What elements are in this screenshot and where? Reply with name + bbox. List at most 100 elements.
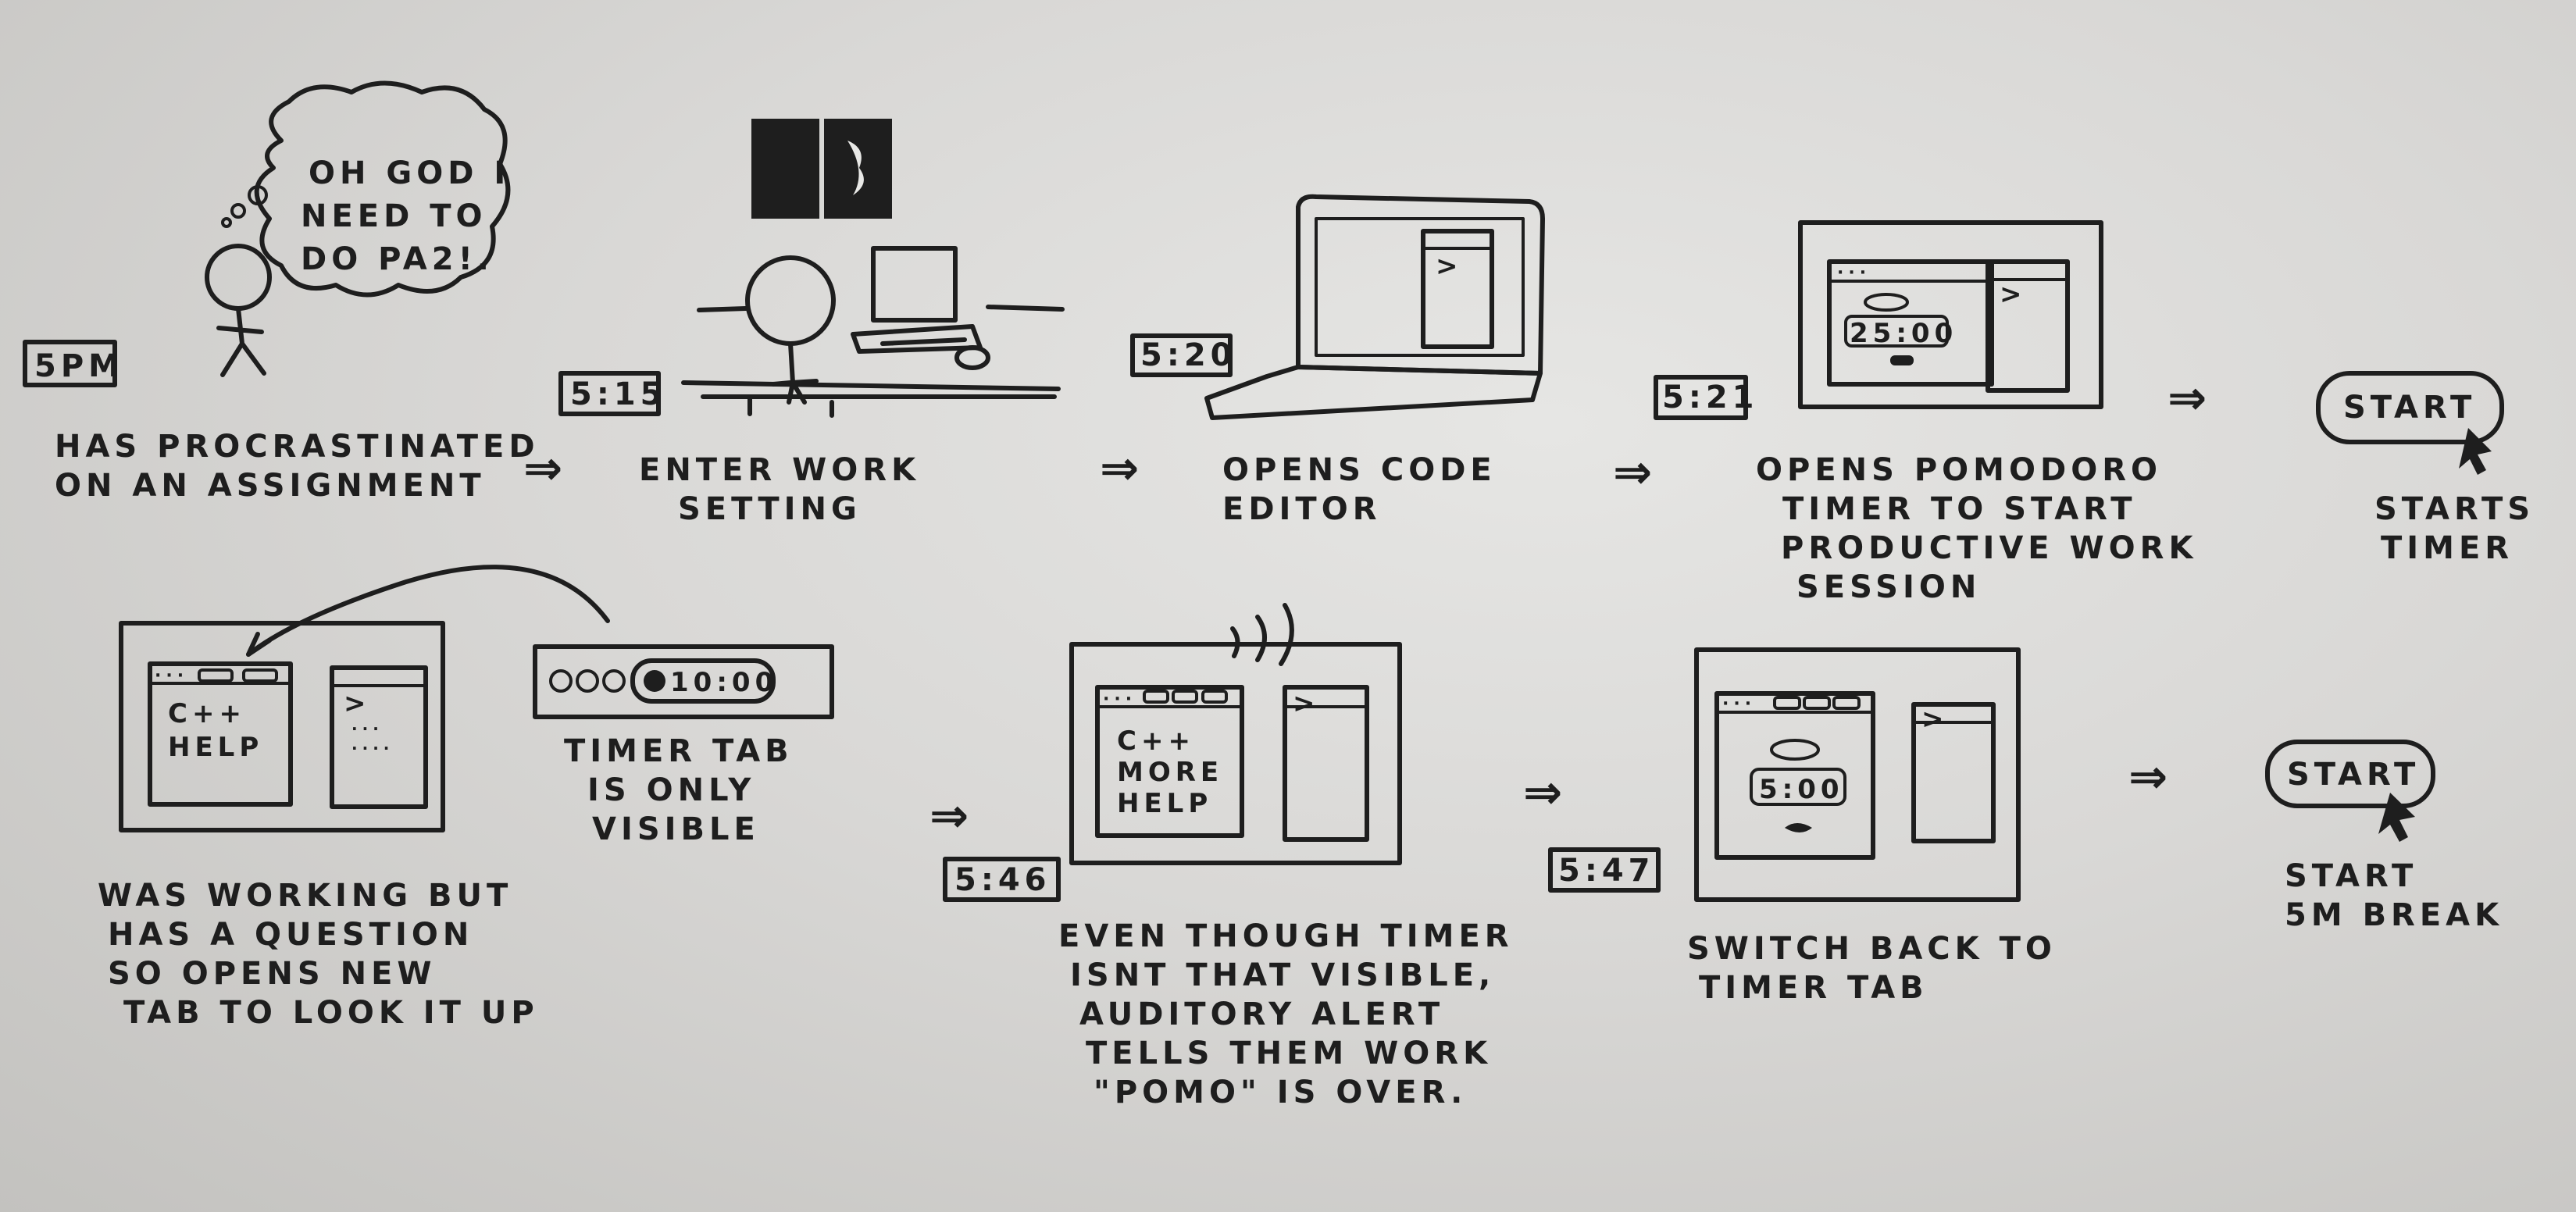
tab-text: HELP [1117, 788, 1212, 819]
caption-line: TIMER TO START [1782, 491, 2136, 527]
caption-line: START [2285, 858, 2417, 894]
panel-switch-back: ··· 5:00 > 5:47 SWITCH BACK TO TIMER TAB [1548, 647, 2052, 1006]
caption-line: EDITOR [1222, 491, 1382, 527]
panel-procrastinating: 5PM HAS PROCRASTINATED ON AN ASSIGNMENT [23, 244, 540, 504]
tab-text: C++ [1117, 725, 1195, 757]
flow-arrow: ⇒ [2128, 750, 2172, 804]
tomato-icon [644, 670, 665, 692]
help-browser-window [1095, 685, 1244, 838]
stick-figure-body [216, 306, 266, 377]
thought-line-2: NEED TO [301, 198, 487, 234]
tomato-icon [1864, 293, 1909, 312]
tab-help[interactable] [1803, 696, 1831, 710]
time-label: 5:46 [954, 862, 1051, 898]
window-dots: ··· [1103, 690, 1136, 709]
timer-value: 25:00 [1850, 318, 1957, 349]
monitor-frame [1694, 647, 2021, 902]
tab-timer[interactable] [1773, 696, 1801, 710]
tab-text: C++ [168, 698, 246, 729]
code-editor-window [330, 665, 428, 809]
break-icon [1785, 823, 1812, 832]
laptop-base [1204, 365, 1543, 420]
svg-text:···: ··· [351, 719, 384, 738]
time-label: 5:15 [570, 376, 667, 412]
caption-line: TIMER TAB [564, 733, 794, 769]
caption-line: SESSION [1796, 569, 1981, 605]
time-badge-5pm [23, 340, 117, 387]
flow-arrow: ⇒ [929, 789, 973, 843]
caption-line: 5M BREAK [2285, 897, 2503, 933]
thought-line-3: DO PA2!. [301, 241, 494, 277]
help-browser-window [148, 661, 293, 807]
tab-timer[interactable] [1143, 690, 1169, 704]
flow-arrow: ⇒ [1613, 445, 1657, 500]
start-button[interactable] [2265, 740, 2435, 808]
panel-work-setting: 5:15 ENTER WORK SETTING [558, 119, 1065, 527]
monitor-frame [119, 621, 445, 832]
monitor-frame [1798, 220, 2103, 409]
cursor-icon [2378, 793, 2415, 842]
flow-arrow: ⇒ [2167, 371, 2211, 426]
caption-line: HAS A QUESTION [108, 917, 473, 953]
panel-new-tab: ··· C++ HELP > ··· ···· WAS WORKING BUT … [98, 621, 534, 1031]
panel-tab-bar: 10:00 TIMER TAB IS ONLY VISIBLE [533, 644, 834, 847]
caption-line: AUDITORY ALERT [1079, 996, 1444, 1032]
caption-line: ENTER WORK [639, 452, 920, 488]
tab-text: MORE [1117, 757, 1223, 788]
tab-timer[interactable] [198, 668, 234, 683]
time-badge [558, 371, 661, 416]
prompt-glyph: > [1921, 704, 1949, 735]
caption-line: EVEN THOUGH TIMER [1058, 918, 1514, 954]
prompt-glyph: > [1293, 688, 1320, 719]
tab-more-help[interactable] [1832, 696, 1861, 710]
window-dots: ··· [1722, 694, 1756, 714]
mouse-icon [954, 345, 990, 370]
start-pill [1890, 355, 1914, 365]
timer-browser-window [1827, 259, 1994, 387]
caption-line: OPENS POMODORO [1756, 452, 2162, 488]
svg-text:····: ···· [351, 739, 394, 758]
panel-auditory-alert: ··· C++ MORE HELP > 5:46 EVEN THOUGH TIM… [943, 603, 1514, 1110]
tomato-icon [1770, 739, 1820, 761]
panel-start-timer: START STARTS TIMER [2316, 371, 2535, 566]
sound-waves-icon [1230, 603, 1294, 666]
timer-tab[interactable] [630, 658, 776, 704]
caption-line: OPENS CODE [1222, 452, 1497, 488]
time-label: 5:21 [1662, 380, 1759, 415]
timer-browser-window [1714, 691, 1875, 860]
flow-arrow: ⇒ [1523, 765, 1567, 820]
time-badge [1548, 847, 1661, 893]
caption-line: TIMER TAB [1699, 970, 1928, 1006]
stick-figure-head [205, 244, 272, 311]
desktop-monitor [871, 246, 958, 323]
laptop-screen [1296, 194, 1545, 376]
timer-value: 5:00 [1759, 774, 1844, 805]
timer-display [1844, 315, 1949, 348]
thought-line-1: OH GOD I [309, 155, 510, 191]
caption-line: IS ONLY [587, 772, 755, 808]
thought-bubble: OH GOD I NEED TO DO PA2!. [221, 80, 511, 298]
code-editor-window [1283, 685, 1369, 842]
time-label: 5:20 [1140, 337, 1237, 373]
caption-line: TELLS THEM WORK [1086, 1036, 1492, 1071]
caption-line: STARTS [2374, 491, 2535, 527]
caption-line: "POMO" IS OVER. [1094, 1075, 1467, 1110]
caption-line: ISNT THAT VISIBLE, [1070, 957, 1495, 993]
tab-text: HELP [168, 732, 263, 763]
caption-line: WAS WORKING BUT [98, 878, 512, 914]
time-badge [1130, 333, 1233, 377]
tab-more-help[interactable] [1201, 690, 1228, 704]
time-badge [943, 857, 1061, 902]
start-button[interactable] [2316, 371, 2504, 444]
time-label: 5:47 [1558, 853, 1655, 889]
time-badge [1654, 375, 1748, 420]
timer-display [1750, 768, 1846, 806]
tab-help[interactable] [242, 668, 278, 683]
cursor-icon [2459, 428, 2492, 475]
caption-line: HAS PROCRASTINATED [55, 429, 540, 465]
curved-arrow [246, 565, 610, 657]
code-editor-window [1986, 259, 2070, 393]
tab-help[interactable] [1172, 690, 1198, 704]
window-dots: ··· [1837, 263, 1871, 283]
